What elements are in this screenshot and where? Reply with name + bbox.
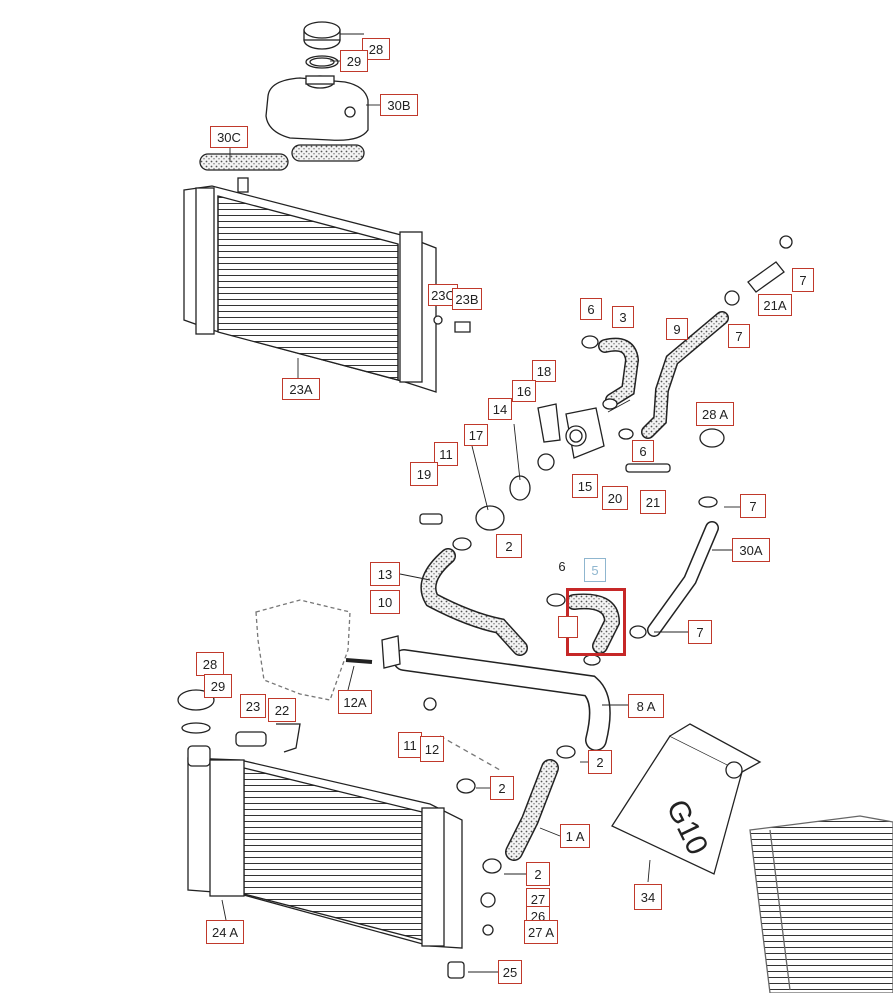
callout-7-mid: 7: [740, 494, 766, 518]
callout-23a: 23A: [282, 378, 320, 400]
coolant-canister: G10: [611, 723, 762, 875]
hose-30a: [648, 522, 718, 636]
callout-28-low: 28: [196, 652, 224, 676]
pipe-8a: [394, 650, 610, 750]
callout-18: 18: [532, 360, 556, 382]
hose-5: [567, 594, 619, 653]
callout-16: 16: [512, 380, 536, 402]
callout-27: 27: [526, 888, 550, 910]
callout-21: 21: [640, 490, 666, 514]
clip-22: [276, 723, 301, 753]
hose-30c-left: [199, 153, 289, 171]
callout-1a: 1 A: [560, 824, 590, 848]
thermostat-housing: [537, 403, 605, 471]
callout-23: 23: [240, 694, 266, 718]
callout-6-mid: 6: [632, 440, 654, 462]
callout-23c: 23C: [428, 284, 458, 306]
callout-21a: 21A: [758, 294, 792, 316]
callout-15: 15: [572, 474, 598, 498]
callout-25: 25: [498, 960, 522, 984]
leader-lines: [221, 33, 740, 973]
callout-7-upper: 7: [728, 324, 750, 348]
callout-17: 17: [464, 424, 488, 446]
hose-9: [642, 312, 728, 438]
callout-9: 9: [666, 318, 688, 340]
callout-2-a: 2: [496, 534, 522, 558]
callout-6-low: 6: [550, 554, 574, 578]
callout-19: 19: [410, 462, 438, 486]
callout-14: 14: [488, 398, 512, 420]
callout-30c: 30C: [210, 126, 248, 148]
expansion-tank: [265, 75, 369, 141]
reservoir-cap: [303, 21, 341, 69]
callout-10: 10: [370, 590, 400, 614]
callout-6-inner: [558, 616, 578, 638]
radiator-23a: [183, 177, 471, 393]
callout-5: 5: [584, 558, 606, 582]
hose-30c-right: [291, 144, 365, 162]
hose-system: [255, 235, 793, 874]
callout-23b: 23B: [452, 288, 482, 310]
callout-6-upper: 6: [580, 298, 602, 320]
callout-29-top: 29: [340, 50, 368, 72]
callout-28a: 28 A: [696, 402, 734, 426]
faded-radiator: [749, 815, 893, 993]
radiator-24a: [187, 745, 496, 979]
cap-28a: [699, 428, 725, 448]
callout-30b: 30B: [380, 94, 418, 116]
callout-22: 22: [268, 698, 296, 722]
bolt-21: [625, 463, 671, 473]
callout-20: 20: [602, 486, 628, 510]
callout-12: 12: [420, 736, 444, 762]
callout-24a: 24 A: [206, 920, 244, 944]
drain-plug-25: [447, 961, 465, 979]
callout-28-top: 28: [362, 38, 390, 60]
callout-7-top: 7: [792, 268, 814, 292]
gasket-12a: [381, 635, 401, 669]
callout-13: 13: [370, 562, 400, 586]
callout-2-c: 2: [490, 776, 514, 800]
callout-2-b: 2: [588, 750, 612, 774]
hose-13: [422, 549, 527, 655]
callout-11-low: 11: [398, 732, 422, 758]
callout-7-low: 7: [688, 620, 712, 644]
callout-2-d: 2: [526, 862, 550, 886]
callout-8a: 8 A: [628, 694, 664, 718]
callout-3: 3: [612, 306, 634, 328]
callout-34: 34: [634, 884, 662, 910]
callout-29-low: 29: [204, 674, 232, 698]
bottom-radiator-group: G10: [177, 689, 893, 993]
stud-12a: [345, 658, 373, 664]
top-radiator-group: [183, 21, 471, 393]
callout-12a: 12A: [338, 690, 372, 714]
callout-11-upper: 11: [434, 442, 458, 466]
hose-3: [599, 339, 638, 406]
fitting-21a: [724, 235, 793, 306]
sensor-23: [235, 731, 267, 747]
callout-27a: 27 A: [524, 920, 558, 944]
hose-1a: [506, 760, 558, 860]
water-pump-17: [419, 475, 531, 531]
callout-30a: 30A: [732, 538, 770, 562]
